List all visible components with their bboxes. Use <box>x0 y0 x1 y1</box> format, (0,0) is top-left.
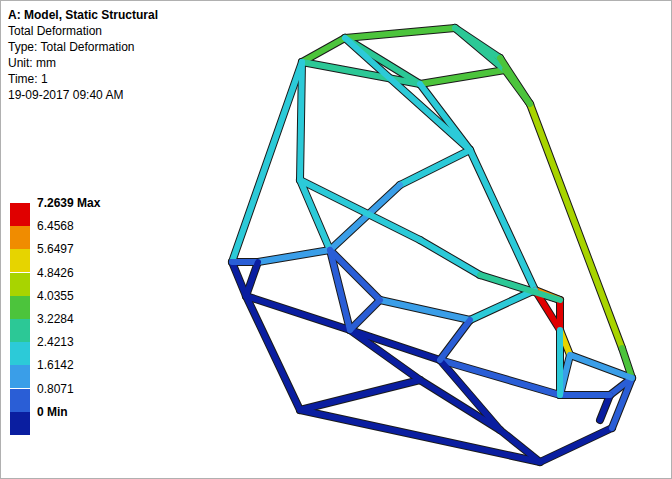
frame-tube <box>300 380 420 410</box>
header-text: 19-09-2017 09:40 AM <box>8 88 123 103</box>
frame-tube <box>232 262 246 296</box>
frame-tube <box>400 150 470 185</box>
frame-tube <box>345 38 470 150</box>
legend-value: 4.0355 <box>37 289 74 304</box>
header-text: A: Model, Static Structural <box>8 8 158 23</box>
frame-tube <box>350 330 440 360</box>
frame-tube-color <box>246 262 258 296</box>
header-text: Unit: mm <box>8 56 56 71</box>
frame-tube-color <box>232 62 302 262</box>
legend-swatch <box>10 296 30 319</box>
frame-tube-color <box>480 275 560 300</box>
frame-tube-color <box>600 395 610 420</box>
frame-tube-color <box>420 240 480 275</box>
frame-tube <box>556 330 564 395</box>
frame-tube <box>300 410 540 462</box>
frame-tube <box>440 320 470 360</box>
legend-swatch <box>10 226 30 249</box>
frame-tube <box>540 428 612 462</box>
frame-tube <box>470 150 535 290</box>
frame-tube <box>330 185 400 250</box>
frame-tube-color <box>330 185 400 250</box>
frame-tube-color <box>570 355 632 378</box>
frame-tube <box>258 250 330 262</box>
frame-tube <box>345 28 455 38</box>
legend-value: 3.2284 <box>37 312 74 327</box>
frame-tube-color <box>350 330 440 360</box>
frame-tube-color <box>300 380 420 410</box>
frame-tube-color <box>345 28 455 38</box>
legend-value: 5.6497 <box>37 242 74 257</box>
legend-value: 1.6142 <box>37 358 74 373</box>
frame-tube <box>560 391 610 399</box>
legend-value: 4.8426 <box>37 266 74 281</box>
frame-tube <box>246 262 258 296</box>
frame-tube-color <box>345 38 470 150</box>
frame-tube-color <box>500 58 530 104</box>
frame-tube <box>530 104 622 348</box>
frame-tube-color <box>350 300 380 330</box>
frame-tube <box>505 70 530 104</box>
frame-tube-color <box>610 378 632 395</box>
frame-tube-color <box>300 410 540 462</box>
frame-tube-color <box>455 28 505 70</box>
frame-tube-color <box>420 70 505 84</box>
frame-tube <box>500 58 530 104</box>
frame-tube-color <box>440 320 470 360</box>
frame-tube-color <box>380 300 470 320</box>
frame-tube <box>232 62 302 262</box>
frame-tube <box>420 240 480 275</box>
frame-tube <box>300 62 302 180</box>
legend-value: 0.8071 <box>37 382 74 397</box>
frame-tube-color <box>530 104 622 348</box>
frame-tube-color <box>302 38 345 62</box>
frame-tube-color <box>420 84 470 150</box>
legend-value: 6.4568 <box>37 219 74 234</box>
frame-tube-color <box>400 150 470 185</box>
frame-tube-color <box>232 262 246 296</box>
frame-tube <box>350 330 420 380</box>
legend-swatch <box>10 412 30 435</box>
frame-tube-color <box>330 250 350 330</box>
header-text: Type: Total Deformation <box>8 40 135 55</box>
legend-swatch <box>10 319 30 342</box>
frame-tube <box>470 290 535 320</box>
frame-tube <box>420 70 505 84</box>
frame-tube <box>455 28 505 70</box>
frame-tube <box>300 180 420 240</box>
frame-tube-color <box>300 62 302 180</box>
legend-swatch <box>10 365 30 388</box>
legend-swatch <box>10 389 30 412</box>
frame-tube-color <box>557 330 563 395</box>
legend-swatch <box>10 342 30 365</box>
frame-tube-color <box>500 430 540 462</box>
frame-tube <box>420 84 470 150</box>
frame-tube-color <box>470 150 535 290</box>
frame-tube-color <box>540 428 612 462</box>
frame-tube-color <box>505 70 530 104</box>
frame-tube-color <box>470 290 535 320</box>
chassis-frame <box>232 28 632 462</box>
frame-tube <box>380 300 470 320</box>
frame-tube-color <box>350 330 420 380</box>
frame-tube-color <box>560 392 610 398</box>
header-text: Time: 1 <box>8 72 48 87</box>
frame-tube <box>302 38 345 62</box>
frame-tube-color <box>246 296 350 330</box>
frame-tube-color <box>440 360 500 430</box>
legend-swatch <box>10 203 30 226</box>
frame-tube-color <box>300 180 420 240</box>
frame-tube <box>350 300 380 330</box>
legend-swatch <box>10 249 30 272</box>
legend-swatch <box>10 273 30 296</box>
legend-value: 2.4213 <box>37 335 74 350</box>
header-text: Total Deformation <box>8 24 102 39</box>
legend-value: 0 Min <box>37 405 68 420</box>
legend-value: 7.2639 Max <box>37 196 100 211</box>
frame-tube-color <box>258 250 330 262</box>
